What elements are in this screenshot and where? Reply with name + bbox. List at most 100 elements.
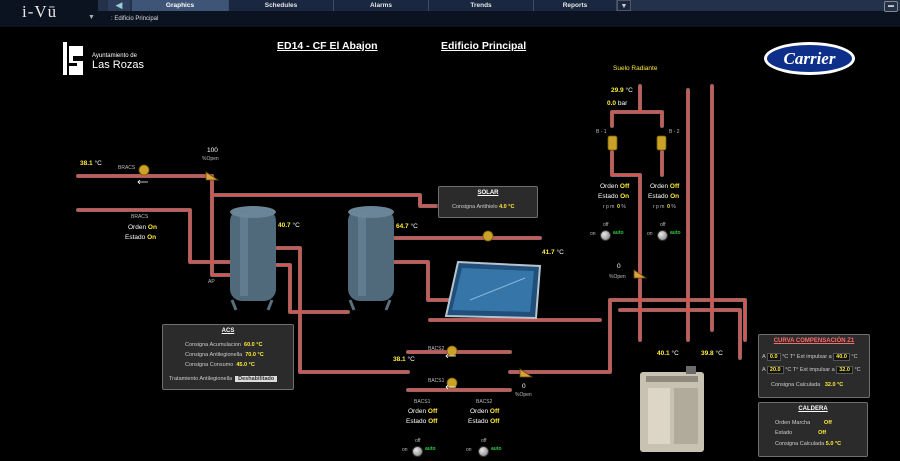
bacs2-pump-label: BACS2 xyxy=(428,346,445,352)
suelo2-switch-auto[interactable]: auto xyxy=(670,230,681,236)
bracs-temp-unit: °C xyxy=(94,160,102,167)
bracs-label: BRACS xyxy=(131,214,149,220)
curva-row2-ext-value[interactable]: 20.0 xyxy=(766,366,784,374)
tank2-temp: 64.7 °C xyxy=(396,223,418,230)
suelo2-orden-value[interactable]: Off xyxy=(669,183,680,190)
curva-row2-text: T° Ext impulsar a xyxy=(792,367,835,373)
suelo-valve-unit: %Open xyxy=(609,274,626,280)
bracs-orden-value[interactable]: On xyxy=(147,224,157,231)
bacs1-pump-label: BACS1 xyxy=(428,378,445,384)
boiler-supply-temp: 40.1 °C xyxy=(657,350,679,357)
acs-row-value[interactable]: 60.0 xyxy=(244,342,255,348)
ivu-logo: i-Vū xyxy=(22,2,58,21)
curva-row1-imp-value[interactable]: 40.0 xyxy=(833,353,850,361)
bacs2-estado: Estado Off xyxy=(468,418,499,425)
page-title-center[interactable]: Edificio Principal xyxy=(441,40,527,52)
curva-panel: CURVA COMPENSACIÓN Z1 A 0.0 °C T° Ext im… xyxy=(758,334,870,398)
bacs2-orden-label: Orden xyxy=(470,408,489,415)
bracs-valve-pct: 100 xyxy=(207,147,218,154)
bracs-orden-label: Orden xyxy=(128,224,147,231)
caldera-panel: CALDERA Orden Marcha Off Estado Off Cons… xyxy=(758,402,868,457)
suelo1-orden-value[interactable]: Off xyxy=(619,183,630,190)
boiler-return-value: 39.8 xyxy=(701,350,714,357)
suelo2-orden: Orden Off xyxy=(650,183,679,190)
acs-tratamiento-value[interactable]: Deshabilitado xyxy=(235,376,278,382)
suelo2-mode-dial-icon[interactable] xyxy=(657,230,668,241)
bacs1-orden-label: Orden xyxy=(408,408,427,415)
solar-consigna-value[interactable]: 4.0 xyxy=(499,204,507,210)
curva-consigna-row: Consigna Calculada 32.0 °C xyxy=(771,382,843,388)
back-arrow-icon[interactable]: ◀ xyxy=(108,0,130,11)
curva-row-1: A 0.0 °C T° Ext impulsar a 40.0 °C xyxy=(762,353,858,361)
acs-row-unit: °C xyxy=(256,342,263,348)
acs-row-label: Consigna Antilegionella xyxy=(185,352,243,358)
suelo-pressure-unit: bar xyxy=(617,100,628,107)
logo-menu-caret-icon[interactable]: ▼ xyxy=(88,14,95,21)
bacs2-estado-value: Off xyxy=(490,418,500,425)
suelo2-rpm: r p m 0 % xyxy=(653,204,676,210)
bacs1-switch-on[interactable]: on xyxy=(402,447,408,453)
suelo1-switch-off[interactable]: off xyxy=(603,222,609,228)
suelo2-switch-on[interactable]: on xyxy=(647,231,653,237)
solar-title[interactable]: SOLAR xyxy=(477,190,499,196)
curva-row1-ext-unit: °C xyxy=(782,354,789,360)
suelo1-mode-dial-icon[interactable] xyxy=(600,230,611,241)
window-minimize-icon[interactable]: ▬ xyxy=(884,1,898,12)
bacs2-orden-value[interactable]: Off xyxy=(489,408,500,415)
acs-row-value[interactable]: 45.0 xyxy=(236,362,248,368)
acs-row-acumulacion: Consigna Acumulacion 60.0 °C xyxy=(185,342,262,348)
solar-temp-value: 41.7 xyxy=(542,249,555,256)
tab-graphics[interactable]: Graphics xyxy=(132,0,229,11)
curva-row1-text: T° Ext impulsar a xyxy=(789,354,832,360)
curva-title[interactable]: CURVA COMPENSACIÓN Z1 xyxy=(773,338,855,344)
curva-row1-ext-value[interactable]: 0.0 xyxy=(766,353,781,361)
tab-schedules[interactable]: Schedules xyxy=(229,0,334,11)
suelo2-rpm-label: r p m xyxy=(653,204,665,210)
tab-trends[interactable]: Trends xyxy=(429,0,534,11)
suelo1-switch-auto[interactable]: auto xyxy=(613,230,624,236)
bacs1-mode-dial-icon[interactable] xyxy=(412,446,423,457)
caldera-title[interactable]: CALDERA xyxy=(798,406,828,412)
solar-panel-box: SOLAR Consigna Antihielo 4.0 °C xyxy=(438,186,538,218)
bacs2-mode-dial-icon[interactable] xyxy=(478,446,489,457)
suelo1-switch-on[interactable]: on xyxy=(590,231,596,237)
suelo1-estado-value: On xyxy=(620,193,630,200)
suelo-valve-pct: 0 xyxy=(617,263,621,270)
top-bar: i-Vū ▼ ◀ Graphics Schedules Alarms Trend… xyxy=(0,0,900,27)
tank-2 xyxy=(348,206,394,311)
bacs1-orden-value[interactable]: Off xyxy=(427,408,438,415)
bacs2-switch-on[interactable]: on xyxy=(466,447,472,453)
tank1-ap: AP xyxy=(208,279,215,285)
acs-panel: ACS Consigna Acumulacion 60.0 °C Consign… xyxy=(162,324,294,390)
caldera-orden-label: Orden Marcha xyxy=(775,420,811,426)
bacs2-switch-off[interactable]: off xyxy=(481,438,487,444)
tab-reports[interactable]: Reports xyxy=(534,0,617,11)
acs-title[interactable]: ACS xyxy=(221,328,235,334)
bacs2-estado-label: Estado xyxy=(468,418,489,425)
tank1-temp-value: 40.7 xyxy=(278,222,291,229)
bacs1-switch-auto[interactable]: auto xyxy=(425,446,436,452)
bracs-estado-label: Estado xyxy=(125,234,146,241)
bacs2-orden: Orden Off xyxy=(470,408,499,415)
bacs2-switch-auto[interactable]: auto xyxy=(491,446,502,452)
page-title-left[interactable]: ED14 - CF El Abajon xyxy=(277,40,378,52)
caldera-consigna-unit: °C xyxy=(834,441,842,447)
tabs-more-caret-icon[interactable]: ▼ xyxy=(617,0,631,11)
bacs1-switch-off[interactable]: off xyxy=(415,438,421,444)
bracs-estado-value: On xyxy=(147,234,157,241)
tank2-temp-unit: °C xyxy=(410,223,418,230)
suelo2-switch-off[interactable]: off xyxy=(660,222,666,228)
acs-row-value[interactable]: 70.0 xyxy=(245,352,256,358)
carrier-logo-text: Carrier xyxy=(767,45,852,72)
curva-row1-imp-unit: °C xyxy=(851,354,858,360)
caldera-estado-label: Estado xyxy=(775,430,793,436)
caldera-consigna-row: Consigna Calculada 5.0 °C xyxy=(775,441,841,447)
boiler-supply-value: 40.1 xyxy=(657,350,670,357)
breadcrumb-text[interactable]: : Edificio Principal xyxy=(111,16,159,22)
caldera-orden-value[interactable]: Off xyxy=(823,420,832,426)
curva-row2-imp-value[interactable]: 32.0 xyxy=(836,366,853,374)
caldera-consigna-label: Consigna Calculada xyxy=(775,441,825,447)
tab-alarms[interactable]: Alarms xyxy=(334,0,429,11)
curva-row2-prefix: A xyxy=(762,367,766,373)
